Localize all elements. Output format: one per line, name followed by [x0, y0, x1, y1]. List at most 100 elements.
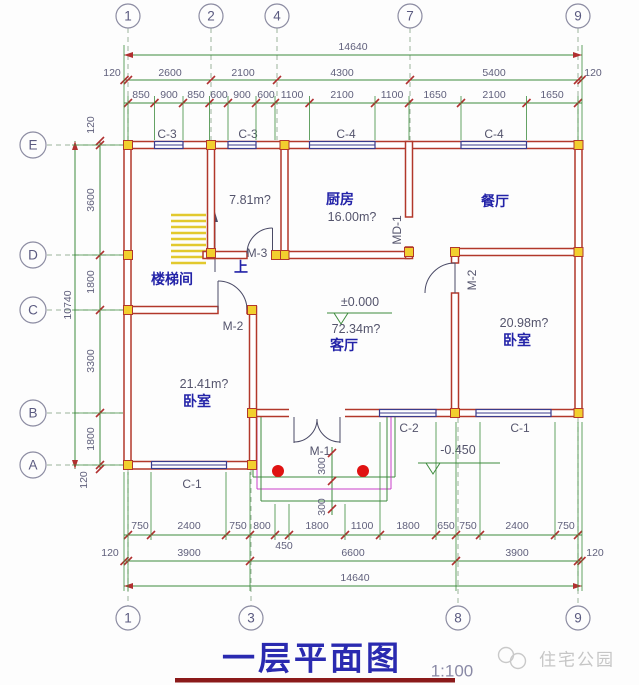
level-marker-porch: -0.450	[418, 443, 500, 475]
dim-label: 120	[103, 67, 121, 79]
grid-bubble-left-label: C	[28, 303, 38, 318]
dim-label: 650	[437, 520, 455, 532]
window-c1-right	[475, 408, 552, 418]
dim-tick	[327, 476, 337, 486]
dim-label: 450	[275, 540, 293, 552]
grid-bubble-top-label: 9	[574, 9, 582, 24]
dim-label: 800	[253, 520, 271, 532]
tag-window-c2: C-2	[399, 421, 419, 435]
window-c4-2	[460, 140, 528, 150]
columns-layer	[123, 140, 584, 470]
column-marker	[123, 140, 133, 150]
wall-bedroom-right-north	[450, 247, 583, 257]
grid-bubble-left-label: B	[28, 406, 37, 421]
dim-label: 2600	[158, 67, 182, 79]
grid-bubble-top	[115, 3, 141, 29]
dim-label: 6600	[341, 547, 365, 559]
title-block: 一层平面图 1:100 住宅公园	[175, 640, 613, 683]
dim-label: 900	[233, 89, 251, 101]
column-marker	[450, 408, 460, 418]
grid-bubble-bottom	[115, 605, 141, 631]
room-label-bedroom-right: 卧室	[503, 332, 531, 348]
dim-label: 2100	[330, 89, 354, 101]
grid-bubble-left	[19, 241, 47, 269]
dim-tick	[95, 464, 105, 474]
dim-label: 750	[131, 520, 149, 532]
drawing-scale: 1:100	[431, 662, 474, 681]
dim-label: 300	[316, 498, 328, 516]
dim-tick	[95, 136, 105, 146]
dim-label: 2400	[505, 520, 529, 532]
grid-bubble-top-label: 7	[406, 9, 414, 24]
dim-label: 300	[316, 457, 328, 475]
room-label-stairwell: 楼梯间	[151, 271, 193, 287]
watermark-logo-icon	[497, 646, 515, 664]
dim-tick	[206, 75, 216, 85]
grid-bubble-top-label: 1	[124, 9, 132, 24]
window-c3-2	[227, 140, 257, 150]
column-marker	[573, 247, 584, 257]
window-c1-left	[150, 460, 228, 470]
dim-label: 1100	[351, 520, 374, 532]
tag-window-c4-2: C-4	[484, 127, 504, 141]
dim-label: 120	[101, 547, 119, 559]
column-marker	[247, 305, 257, 315]
dim-tick	[573, 75, 583, 85]
dim-label: 2400	[177, 520, 201, 532]
wall-bedroom-right-west-b	[450, 292, 460, 418]
dim-label: 750	[229, 520, 247, 532]
dim-label: 120	[586, 547, 604, 559]
porch-column-dot-left	[272, 465, 284, 477]
window-c4-1	[308, 140, 376, 150]
dim-label: 3900	[177, 547, 201, 559]
column-marker	[247, 460, 257, 470]
tag-window-c4-1: C-4	[336, 127, 356, 141]
room-label-living: 客厅	[329, 337, 358, 353]
dim-label: 1800	[85, 427, 97, 451]
dim-tick	[576, 556, 587, 566]
dim-label: 120	[584, 67, 602, 79]
dim-label: 1800	[305, 520, 329, 532]
room-label-kitchen: 厨房	[326, 191, 354, 207]
area-living: 72.34m?	[332, 322, 381, 336]
dim-label: 2100	[231, 67, 255, 79]
column-marker	[123, 305, 133, 315]
grid-bubble-left-label: E	[28, 138, 37, 153]
dim-label: 900	[160, 89, 178, 101]
dim-label: 600	[210, 89, 228, 101]
porch-column-dot-right	[357, 465, 369, 477]
dim-tick	[405, 75, 415, 85]
windows-layer	[150, 140, 552, 470]
dim-label: 4300	[330, 67, 354, 79]
dim-label: 1650	[423, 89, 447, 101]
area-bathroom: 7.81m?	[229, 193, 271, 207]
dim-label: 14640	[338, 41, 367, 53]
dim-label: 1100	[281, 89, 304, 101]
tag-window-c3-1: C-3	[157, 127, 177, 141]
grid-bubble-bottom-label: 8	[454, 611, 462, 626]
grid-bubble-left	[19, 399, 47, 427]
grid-bubble-left	[19, 451, 47, 479]
area-kitchen: 16.00m?	[328, 210, 377, 224]
dim-label: 3600	[85, 188, 97, 212]
grid-bubble-left	[19, 131, 47, 159]
dim-tick	[123, 75, 133, 85]
wall-d-left	[202, 250, 248, 260]
grid-bubble-top	[198, 3, 224, 29]
tag-door-md1: MD-1	[390, 215, 404, 245]
column-marker	[279, 250, 290, 260]
tag-window-c1-left: C-1	[182, 477, 202, 491]
column-marker	[123, 460, 133, 470]
wall-bedroom-left-east	[248, 305, 258, 470]
stair-up-label: 上	[234, 259, 248, 275]
level-porch-value: -0.450	[440, 443, 475, 457]
column-marker	[123, 250, 133, 260]
dim-tick	[119, 556, 130, 566]
tag-window-c1-right: C-1	[510, 421, 530, 435]
dim-label: 2100	[482, 89, 506, 101]
tag-door-m2-left: M-2	[223, 319, 244, 333]
dim-label: 1800	[85, 270, 97, 294]
title-underline	[175, 678, 455, 683]
